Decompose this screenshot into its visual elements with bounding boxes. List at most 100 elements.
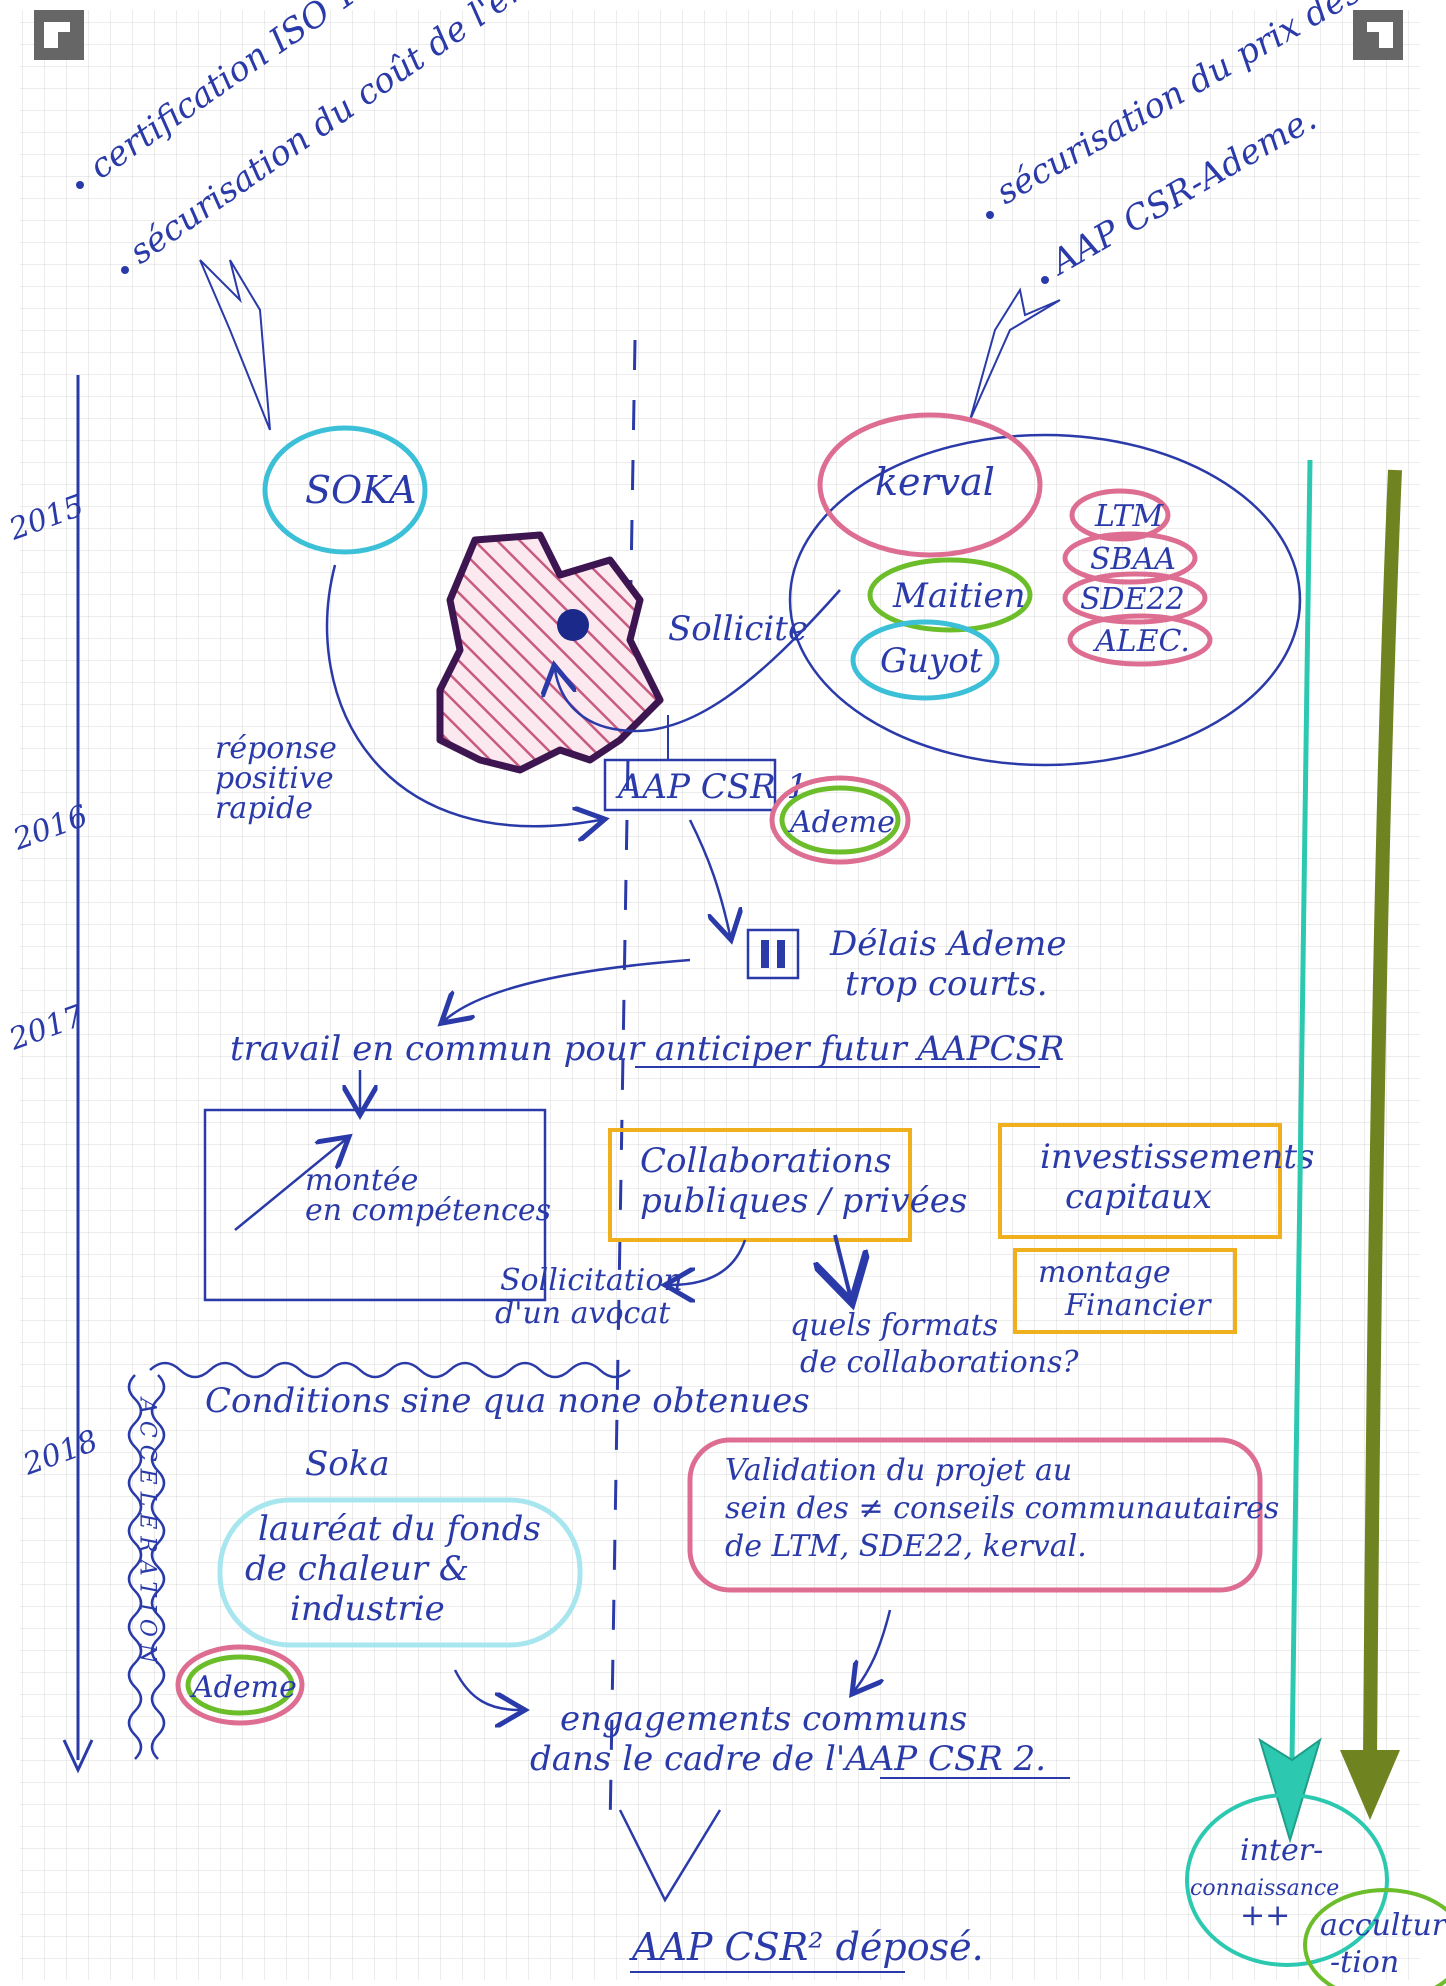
maitien-label: Maitien <box>892 576 1026 616</box>
validation-line-2: sein des ≠ conseils communautaires <box>725 1491 1279 1526</box>
sollicite-label: Sollicite <box>668 609 808 649</box>
guyot-label: Guyot <box>880 641 983 681</box>
conditions-label: Conditions sine qua none obtenues <box>205 1381 810 1421</box>
interconnaissance-ellipse <box>1185 1793 1389 1967</box>
engagements-note: engagements communs dans le cadre de l'A… <box>530 1699 1046 1779</box>
ademe2-ring-inner <box>185 1654 295 1716</box>
territory-map <box>436 531 664 774</box>
kerval-ellipse <box>817 412 1043 558</box>
ademe1-label: Ademe <box>787 805 895 840</box>
partners-group-ellipse <box>788 433 1302 767</box>
acceleration-label: ACCELERATION <box>135 1396 160 1670</box>
bullet-dot <box>986 211 994 219</box>
bullet-dot <box>121 266 129 274</box>
reponse-line-2: positive <box>215 761 334 796</box>
arrow-to-avocat <box>670 1239 747 1285</box>
acculturation-arrow-icon <box>1340 1750 1400 1820</box>
acculturation-arrow-shaft <box>1363 469 1402 1761</box>
sde22-ellipse <box>1062 571 1208 625</box>
montee-line-1: montée <box>305 1163 418 1198</box>
alec-label: ALEC. <box>1092 624 1190 659</box>
partners-labels: LTM SBAA SDE22 ALEC. <box>1080 499 1190 659</box>
interconnaissance-line-3: ++ <box>1240 1898 1290 1933</box>
formats-note: quels formats de collaborations? <box>790 1308 1079 1380</box>
soka2-label: Soka <box>305 1444 390 1484</box>
collab-line-1: Collaborations <box>640 1141 892 1181</box>
funnel-arrow-left <box>199 259 271 431</box>
reponse-arrow <box>325 564 600 826</box>
collab-note: Collaborations publiques / privées <box>640 1141 967 1221</box>
guyot-ellipse <box>850 619 1000 701</box>
arrow-to-delais <box>688 819 730 935</box>
validation-box <box>687 1437 1263 1593</box>
laureat-line-3: industrie <box>290 1589 445 1629</box>
interconnaissance-arrow-shaft <box>1289 459 1313 1761</box>
reponse-line-3: rapide <box>215 791 313 826</box>
sollicitation-note: Sollicitation d'un avocat <box>495 1263 683 1331</box>
pause-icon <box>746 928 800 980</box>
kerval-label: kerval <box>875 460 995 504</box>
bullet-dot <box>1041 276 1049 284</box>
laureat-line-1: lauréat du fonds <box>258 1509 541 1549</box>
corner-marker-right-icon <box>1353 10 1403 60</box>
wavy-divider <box>149 1361 631 1379</box>
sbaa-ellipse <box>1062 531 1198 585</box>
arrow-to-travail <box>445 958 691 1020</box>
corner-marker-left-icon <box>34 10 84 60</box>
alec-ellipse <box>1067 613 1213 667</box>
sollicitation-line-1: Sollicitation <box>500 1263 683 1298</box>
sde22-label: SDE22 <box>1080 582 1185 617</box>
sollicite-arrow <box>555 589 841 733</box>
soka-ellipse <box>262 425 428 555</box>
invest-line-2: capitaux <box>1065 1177 1212 1217</box>
engagements-line-1: engagements communs <box>560 1699 967 1739</box>
ademe1-ring-inner <box>779 785 901 855</box>
montage-line-1: montage <box>1038 1255 1171 1290</box>
ademe2-label: Ademe <box>189 1670 297 1705</box>
collab-line-2: publiques / privées <box>640 1181 967 1221</box>
aap1-label: AAP CSR 1 <box>615 767 808 807</box>
interconnaissance-arrow-icon <box>1258 1737 1322 1844</box>
acculturation-line-2: -tion <box>1330 1945 1399 1980</box>
bullet-dot <box>76 181 84 189</box>
sollicitation-line-2: d'un avocat <box>495 1296 671 1331</box>
travail-label: travail en commun pour anticiper futur A… <box>230 1029 1064 1069</box>
montee-box <box>203 1108 547 1302</box>
montee-note: montée en compétences <box>305 1163 551 1228</box>
montage-box <box>1013 1248 1237 1334</box>
ademe2-ring-outer <box>175 1644 305 1726</box>
arrow-laureat-to-engagements <box>453 1669 520 1710</box>
invest-line-1: investissements <box>1040 1137 1314 1177</box>
formats-line-1: quels formats <box>790 1308 998 1343</box>
ltm-ellipse <box>1069 488 1171 542</box>
interconnaissance-line-2: connaissance <box>1190 1876 1339 1901</box>
interconnaissance-line-1: inter- <box>1240 1833 1323 1868</box>
sbaa-label: SBAA <box>1090 542 1176 577</box>
maitien-ellipse <box>867 557 1033 633</box>
reponse-note: réponse positive rapide <box>215 731 337 826</box>
invest-note: investissements capitaux <box>1040 1137 1314 1217</box>
funnel-arrow-right <box>969 287 1061 421</box>
validation-note: Validation du projet au sein des ≠ conse… <box>725 1453 1279 1564</box>
ltm-label: LTM <box>1094 499 1164 534</box>
delais-line-2: trop courts. <box>845 964 1048 1004</box>
growth-arrow-icon <box>234 1140 345 1231</box>
collab-box <box>608 1128 912 1242</box>
invest-box <box>998 1123 1282 1239</box>
arrow-validation-to-engagements <box>855 1609 892 1690</box>
montage-line-2: Financier <box>1064 1288 1212 1323</box>
delais-note: Délais Ademe trop courts. <box>829 924 1066 1004</box>
location-dot-icon <box>557 609 589 641</box>
montage-note: montage Financier <box>1038 1255 1212 1323</box>
montee-line-2: en compétences <box>305 1193 551 1228</box>
validation-line-3: de LTM, SDE22, kerval. <box>725 1529 1087 1564</box>
interconnaissance-note: inter- connaissance ++ <box>1190 1833 1339 1933</box>
convergence-arrow-icon <box>618 1809 722 1903</box>
laureat-note: lauréat du fonds de chaleur & industrie <box>245 1509 541 1629</box>
acceleration-wave-right <box>150 1374 166 1760</box>
acculturation-ellipse <box>1303 1888 1446 1986</box>
validation-line-1: Validation du projet au <box>725 1453 1072 1488</box>
formats-line-2: de collaborations? <box>800 1345 1079 1380</box>
acceleration-wave-left <box>127 1374 143 1760</box>
